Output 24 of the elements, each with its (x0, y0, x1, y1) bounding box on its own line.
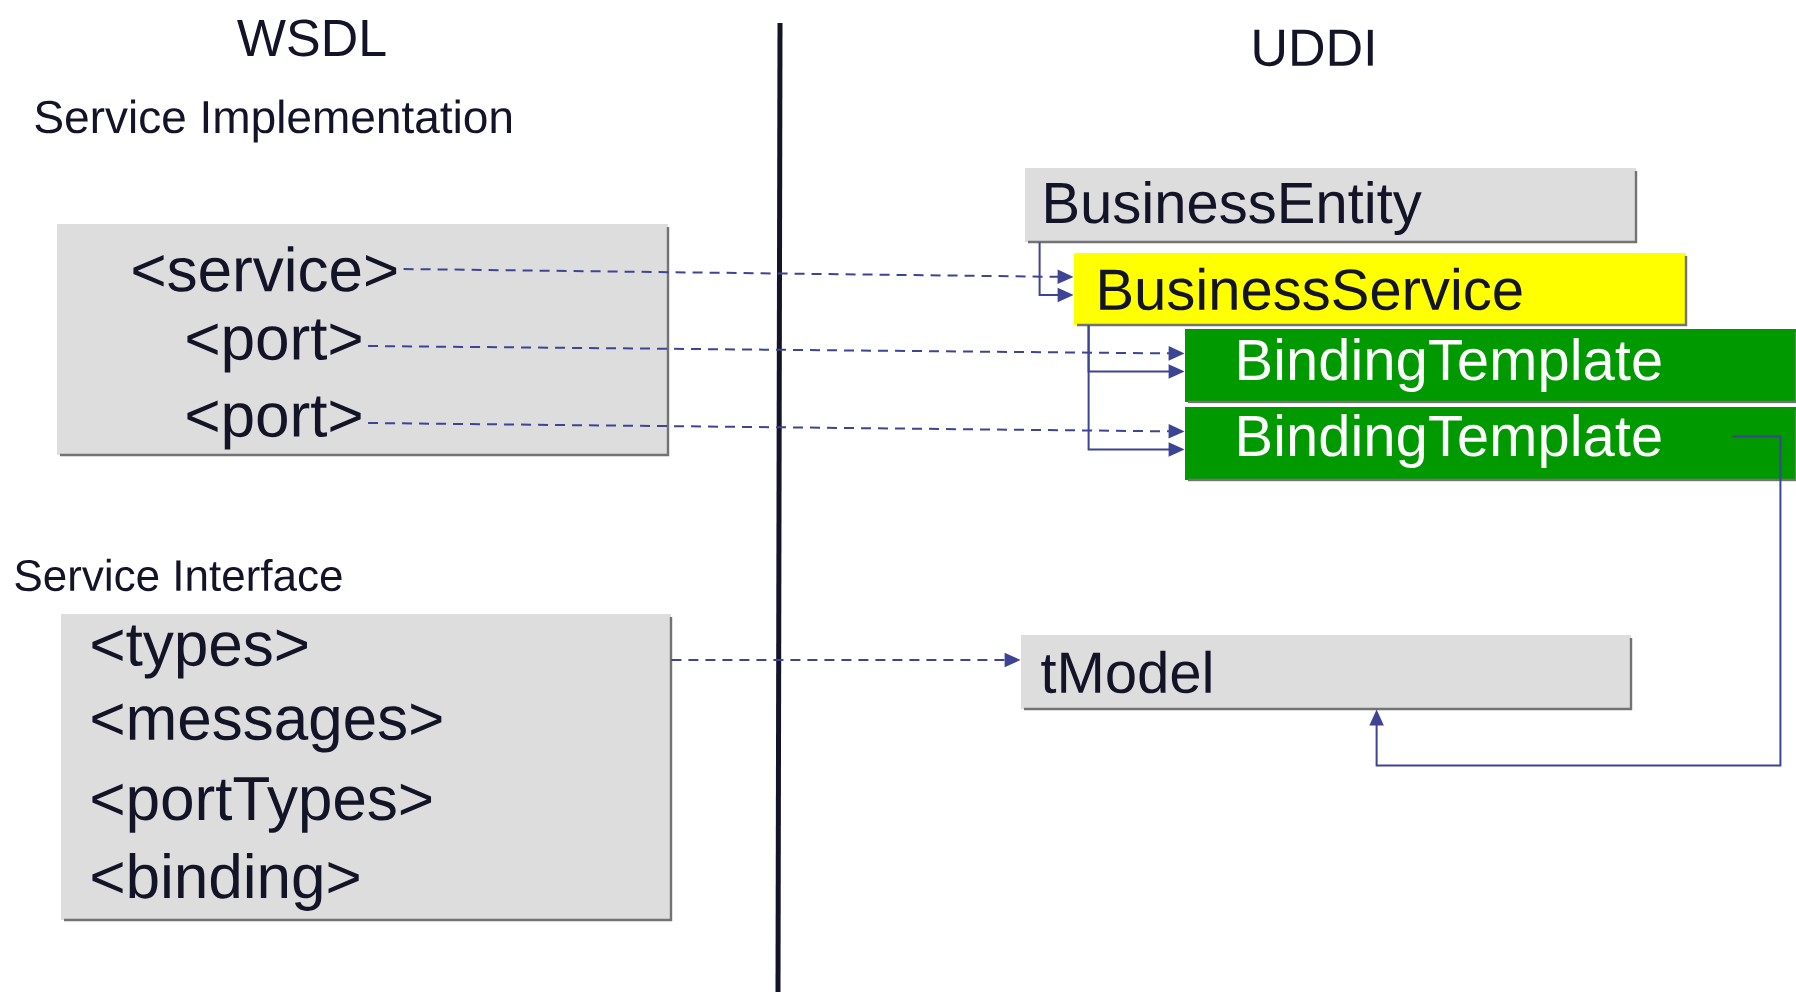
arrow (1369, 435, 1782, 767)
box-text: <types> (92, 625, 307, 679)
element-box (1021, 635, 1633, 711)
box-text: <portTypes> (92, 777, 432, 833)
element-tag: <service> (133, 246, 397, 292)
element-box (61, 614, 673, 922)
element-box (1025, 168, 1638, 244)
box-text: BindingTemplate (1239, 337, 1661, 393)
column-heading: UDDI (1254, 29, 1373, 67)
box-text: <messages> (92, 703, 442, 753)
element-box (1185, 407, 1796, 482)
section-heading: Service Interface (15, 558, 342, 592)
element-box (1185, 329, 1796, 404)
element-box (57, 224, 670, 457)
element-tag: <port> (187, 319, 361, 373)
box-text: <binding> (92, 853, 359, 911)
box-text: BindingTemplate (1239, 413, 1661, 469)
box-text: BusinessService (1100, 267, 1522, 311)
box-text: tModel (1041, 650, 1211, 694)
column-heading: WSDL (237, 19, 386, 57)
box-text: BusinessEntity (1046, 180, 1422, 236)
element-box (1074, 253, 1688, 327)
element-tag: <port> (187, 396, 361, 450)
section-heading: Service Implementation (35, 99, 511, 143)
